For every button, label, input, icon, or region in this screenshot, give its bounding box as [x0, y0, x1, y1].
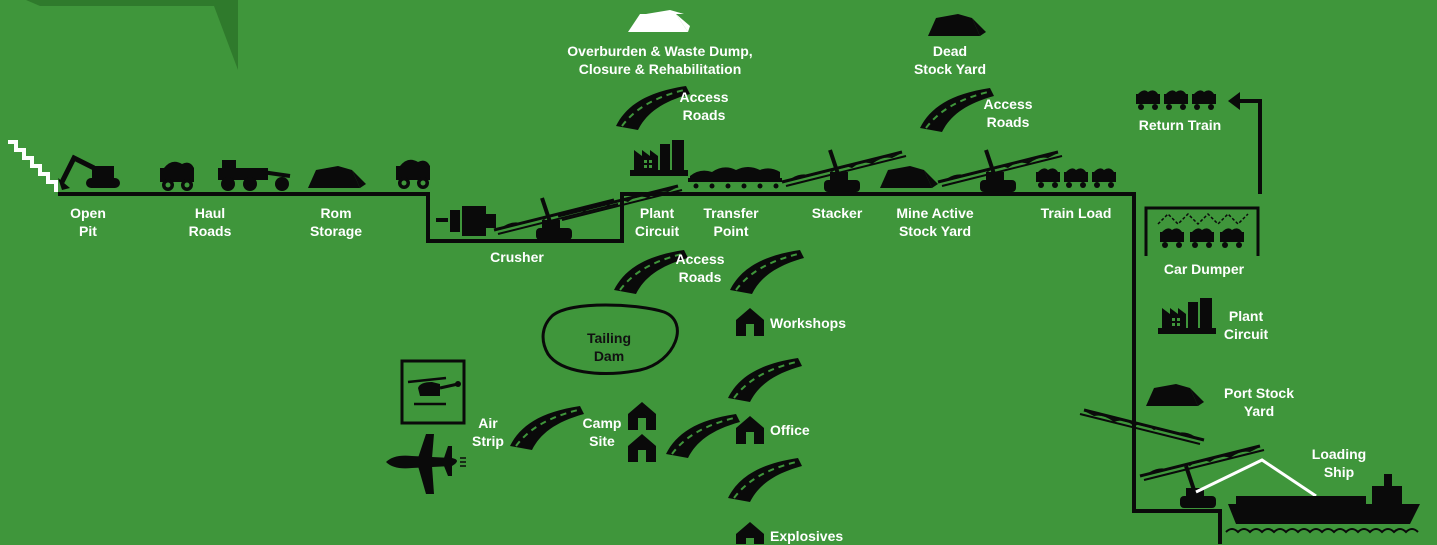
callout-tab	[26, 0, 238, 70]
label-air-strip: Air Strip	[472, 415, 504, 449]
label-dead-stock-yard: Dead Stock Yard	[913, 43, 987, 77]
train-wagon-icon	[1164, 90, 1188, 110]
road-icon	[729, 249, 805, 295]
overburden-pile-icon	[628, 10, 690, 32]
car-dumper-icon	[1144, 206, 1260, 256]
label-access-roads-mid: Access Roads	[675, 251, 725, 285]
label-access-roads-right: Access Roads	[983, 96, 1033, 130]
process-line	[58, 192, 1222, 544]
shiploader-icon	[1195, 458, 1317, 498]
train-wagon-icon	[1192, 90, 1216, 110]
label-car-dumper: Car Dumper	[1163, 261, 1245, 277]
label-return-train: Return Train	[1138, 117, 1222, 133]
haul-truck-icon	[160, 161, 194, 191]
road-icon	[727, 457, 803, 503]
train-wagon-icon	[1092, 168, 1116, 188]
label-crusher: Crusher	[490, 249, 544, 265]
excavator-icon	[58, 154, 120, 190]
pit-stairs-icon	[8, 140, 58, 192]
dead-stockpile-icon	[928, 14, 986, 36]
label-access-roads-top: Access Roads	[679, 89, 729, 123]
building-icon	[736, 522, 764, 544]
label-workshops: Workshops	[770, 315, 846, 331]
conveyor-icon	[1138, 444, 1266, 482]
tailing-dam-outline	[541, 303, 679, 375]
arrow-up-icon	[1238, 99, 1262, 194]
train-wagon-icon	[1136, 90, 1160, 110]
label-transfer-point: Transfer Point	[703, 205, 759, 239]
label-explosives: Explosives	[770, 528, 844, 544]
plant-icon	[1158, 298, 1216, 334]
crusher-icon	[436, 206, 496, 236]
label-office: Office	[770, 422, 810, 438]
train-wagon-icon	[1036, 168, 1060, 188]
label-port-stock-yard: Port Stock Yard	[1223, 385, 1294, 419]
ship-icon	[1225, 474, 1420, 534]
label-plant-circuit-port: Plant Circuit	[1223, 308, 1269, 342]
label-loading-ship: Loading Ship	[1311, 446, 1367, 480]
label-mine-active-stock-yard: Mine Active Stock Yard	[896, 205, 974, 239]
conveyor-icon	[1078, 408, 1206, 446]
road-icon	[665, 413, 741, 459]
label-haul-roads: Haul Roads	[188, 205, 232, 239]
label-overburden: Overburden & Waste Dump, Closure & Rehab…	[567, 43, 753, 77]
train-wagon-icon	[1160, 228, 1184, 248]
train-wagon-icon	[1220, 228, 1244, 248]
arrow-head	[1228, 92, 1240, 110]
label-open-pit: Open Pit	[70, 205, 106, 239]
grader-icon	[218, 160, 291, 191]
stacker-icon	[1178, 464, 1218, 510]
train-wagon-icon	[1190, 228, 1214, 248]
label-rom-storage: Rom Storage	[309, 205, 363, 239]
building-icon	[736, 416, 764, 444]
haul-truck-icon	[396, 159, 430, 189]
label-stacker: Stacker	[811, 205, 863, 221]
transfer-conveyor-icon	[688, 167, 782, 189]
airplane-icon	[386, 434, 466, 494]
stockpile-icon	[880, 166, 938, 188]
label-camp-site: Camp Site	[582, 415, 622, 449]
plant-icon	[630, 140, 688, 176]
port-stockpile-icon	[1146, 384, 1204, 406]
label-train-load: Train Load	[1040, 205, 1112, 221]
building-icon	[736, 308, 764, 336]
building-icon	[628, 434, 656, 462]
helicopter-icon	[400, 359, 466, 425]
road-icon	[727, 357, 803, 403]
rom-stockpile-icon	[308, 166, 366, 188]
label-tailing-dam: Tailing Dam	[586, 330, 632, 364]
road-icon	[509, 405, 585, 451]
label-plant-circuit: Plant Circuit	[634, 205, 680, 239]
building-icon	[628, 402, 656, 430]
train-wagon-icon	[1064, 168, 1088, 188]
